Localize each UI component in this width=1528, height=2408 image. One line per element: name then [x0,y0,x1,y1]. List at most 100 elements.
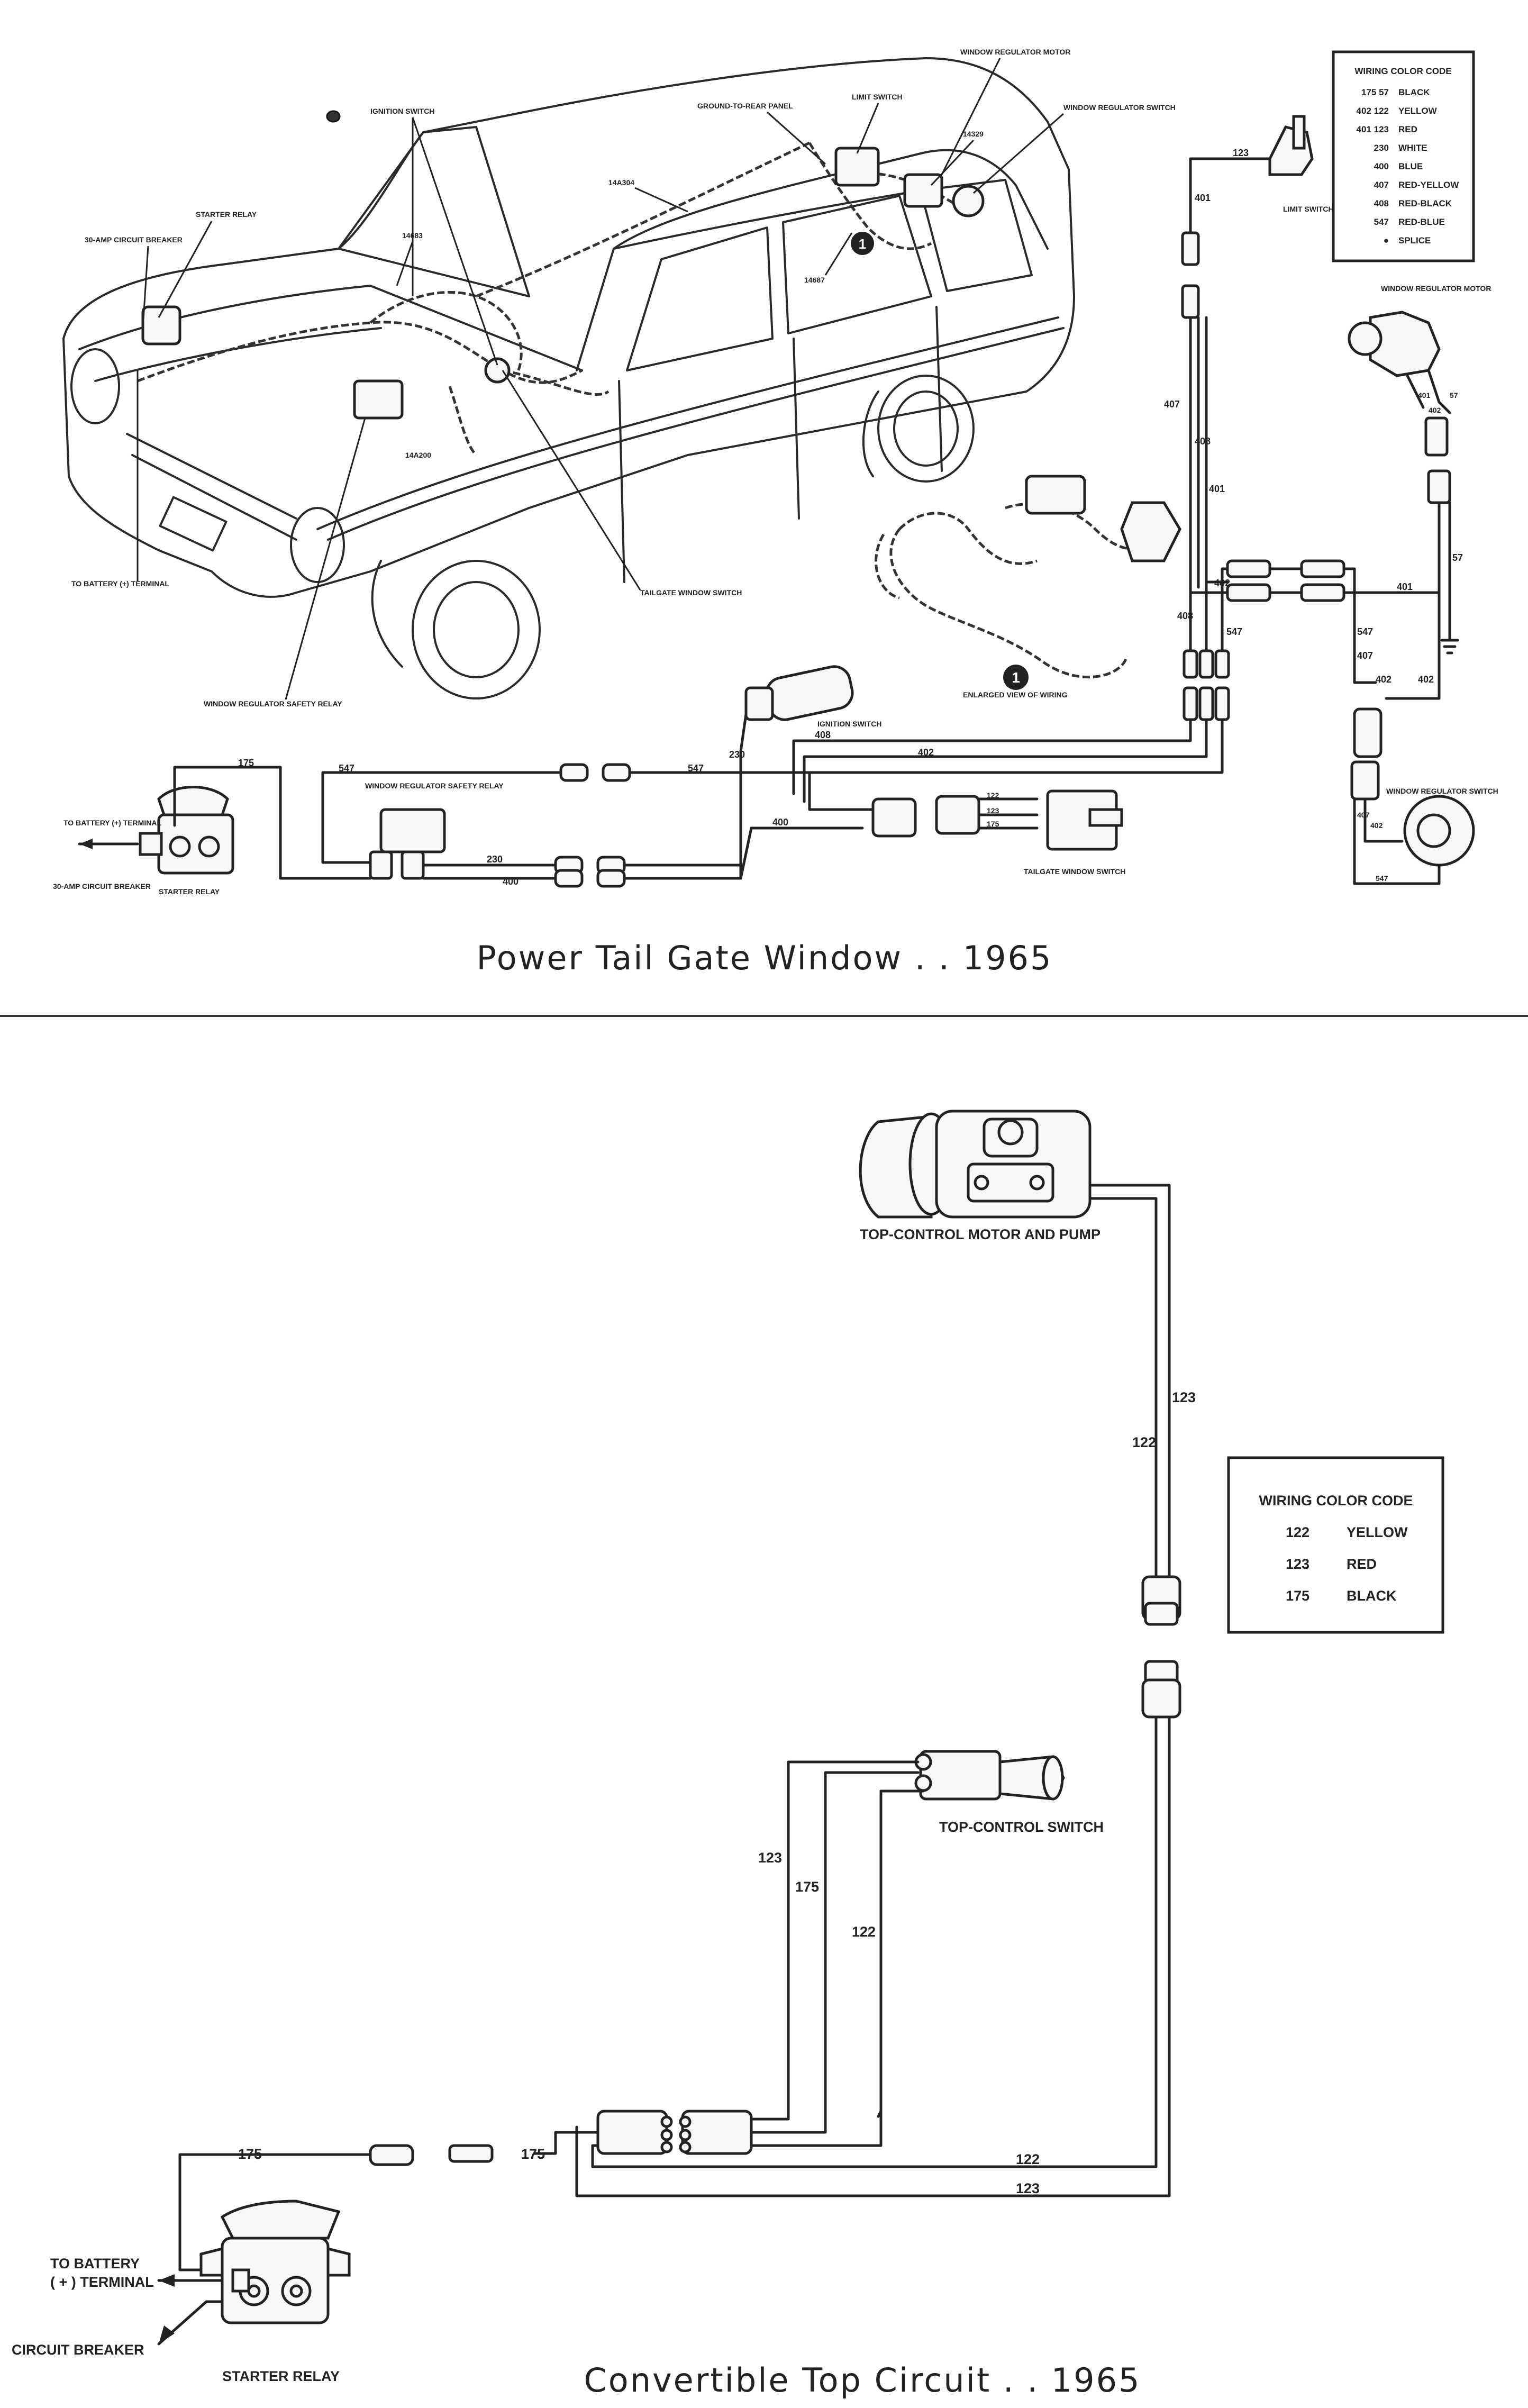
convertible-wiring: 123 122 122 123 TOP-CONTROL SWITCH 123 1… [178,1184,1196,2271]
starter-relay-bottom [157,2200,351,2346]
label-window-regulator-safety-relay: WINDOW REGULATOR SAFETY RELAY [204,699,342,708]
schem-label-tailgate-switch: TAILGATE WINDOW SWITCH [1024,867,1125,876]
wire-label-s123: 123 [758,1850,782,1866]
label-starter-relay-bottom: STARTER RELAY [222,2368,340,2384]
label-ground-to-rear-panel: GROUND-TO-REAR PANEL [697,102,793,110]
schem-label-starter-relay: STARTER RELAY [159,887,220,896]
diagram-title-power-tail-gate: Power Tail Gate Window . . 1965 [477,939,1053,977]
diagram-label: 123 [1286,1556,1309,1572]
starter-relay-schematic: TO BATTERY (+) TERMINAL 30-AMP CIRCUIT B… [53,758,372,896]
diagram-label: RED-YELLOW [1398,180,1459,190]
label-top-control-motor: TOP-CONTROL MOTOR AND PUMP [860,1226,1100,1242]
label-to-battery-1: TO BATTERY [50,2256,140,2271]
diagram-label: 402 [1370,821,1383,830]
schem-label-circuit-breaker: 30-AMP CIRCUIT BREAKER [53,882,151,890]
diagram-label: 123 [1233,148,1249,158]
label-enlarged-view: ENLARGED VIEW OF WIRING [963,690,1068,699]
wire-label-v123: 123 [1172,1389,1196,1405]
diagram-label: YELLOW [1347,1524,1408,1540]
label-30-amp-circuit-breaker: 30-AMP CIRCUIT BREAKER [85,235,183,244]
diagram-label: BLUE [1398,161,1423,171]
diagram-label: 547 [1357,626,1373,637]
connector-stack-left: 408 547 408 402 [792,567,1242,803]
label-window-regulator-motor: WINDOW REGULATOR MOTOR [960,48,1070,56]
wiring-color-legend-bottom: WIRING COLOR CODE 122 YELLOW 123 RED 175… [1227,1456,1444,1634]
diagram-label: BLACK [1347,1588,1397,1604]
label-part-14683: 14683 [402,231,423,240]
wiring-color-legend-top: WIRING COLOR CODE 175 57 BLACK 402 122 Y… [1332,50,1475,262]
safety-relay-schematic: WINDOW REGULATOR SAFETY RELAY 547 547 23… [321,763,864,888]
diagram-label: BLACK [1398,87,1430,97]
diagram-label: 402 122 [1357,106,1389,116]
label-limit-switch: LIMIT SWITCH [852,93,903,101]
diagram-label: 402 [1418,674,1434,685]
schem-label-safety-relay: WINDOW REGULATOR SAFETY RELAY [365,782,504,790]
car-labels: WINDOW REGULATOR MOTOR WINDOW REGULATOR … [71,48,1176,708]
diagram-label: 408 [815,730,831,740]
label-part-14A200: 14A200 [405,451,431,459]
diagram-label: 230 [1374,143,1389,153]
label-ignition-switch: IGNITION SWITCH [370,107,434,115]
callout-number: 1 [859,236,866,252]
callout-marker-car: 1 [851,232,874,255]
diagram-label: 175 [987,820,999,828]
wire-label-s122: 122 [852,1924,876,1940]
diagram-label: 230 [487,854,503,865]
connector-block-right: 402 547 407 402 [1214,559,1391,685]
diagram-label: 400 [503,876,519,887]
diagram-label: 407 [1357,650,1373,661]
diagram-label: SPLICE [1398,235,1431,246]
diagram-label: 547 [688,763,704,774]
diagram-title-convertible-top: Convertible Top Circuit . . 1965 [584,2361,1141,2400]
label-part-14A304: 14A304 [608,178,634,187]
label-part-14329: 14329 [963,130,984,138]
harness-wiring [137,110,985,456]
diagram-label: 407 [1164,399,1180,410]
schem-label-ignition-switch: IGNITION SWITCH [817,720,881,728]
diagram-label: RED-BLUE [1398,217,1445,227]
diagram-label: WHITE [1398,143,1427,153]
diagram-label: 408 [1177,611,1193,621]
diagram-label: 401 123 [1357,124,1389,134]
diagram-label: 402 [1376,674,1391,685]
diagram-label: RED [1347,1556,1377,1572]
ignition-switch-schematic: IGNITION SWITCH 230 [729,665,881,880]
label-starter-relay: STARTER RELAY [196,210,257,219]
label-to-battery: TO BATTERY (+) TERMINAL [71,579,169,588]
label-tailgate-window-switch: TAILGATE WINDOW SWITCH [640,588,742,597]
diagram-label: RED [1398,124,1417,134]
label-window-regulator-switch: WINDOW REGULATOR SWITCH [1063,103,1176,112]
convertible-labels: TO BATTERY ( + ) TERMINAL CIRCUIT BREAKE… [12,2256,340,2384]
diagram-label: 547 [1376,874,1388,883]
limit-switch-schematic: LIMIT SWITCH 123 401 407 408 401 [1164,115,1334,594]
diagram-label: 175 [1286,1588,1309,1604]
schem-label-limit-switch: LIMIT SWITCH [1283,205,1334,213]
enlarged-wiring-view [875,475,1181,679]
wire-label-h123: 123 [1016,2180,1040,2196]
diagram-label: 402 [918,747,934,758]
window-regulator-motor-schematic: WINDOW REGULATOR MOTOR 401 57 402 57 402… [1348,284,1491,700]
diagram-label: 408 [1374,198,1389,208]
wire-label-v122: 122 [1132,1434,1156,1450]
legend-title: WIRING COLOR CODE [1354,66,1451,76]
wire-label-h175b: 175 [521,2146,545,2162]
diagram-label: 401 [1397,581,1413,592]
diagram-label: 57 [1450,391,1458,399]
diagram-label: 123 [987,806,999,815]
diagram-label: ● [1384,235,1389,246]
wire-label-h175a: 175 [238,2146,262,2162]
diagram-label: 175 [238,758,254,768]
schem-label-to-battery: TO BATTERY (+) TERMINAL [63,819,161,827]
diagram-label: 408 [1195,436,1211,447]
tailgate-switch-schematic: 122 123 175 TAILGATE WINDOW SWITCH [808,771,1125,876]
diagram-label: 407 [1374,180,1389,190]
schem-label-reg-motor: WINDOW REGULATOR MOTOR [1381,284,1491,293]
car-illustration [62,57,1075,699]
label-circuit-breaker: CIRCUIT BREAKER [12,2342,144,2358]
diagram-label: 175 57 [1361,87,1389,97]
diagram-label: 122 [1286,1524,1309,1540]
callout-marker-enlarged: 1 [1003,665,1029,690]
diagram-label: 401 [1195,193,1211,203]
diagram-label: 401 [1209,484,1225,494]
